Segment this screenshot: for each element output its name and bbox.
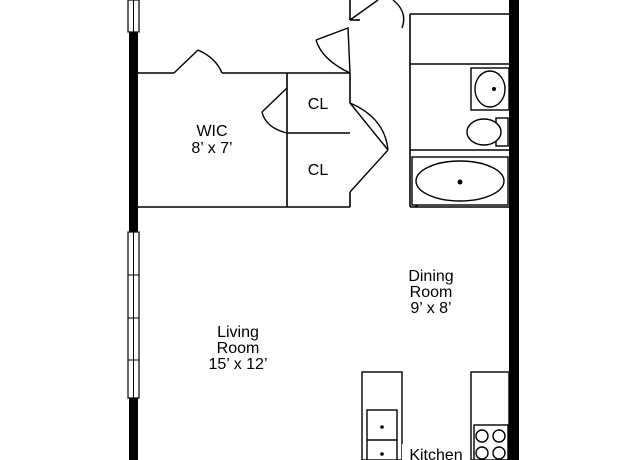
room-label-living: Living Room 15’ x 12’ <box>209 324 268 373</box>
west-wall-lower <box>129 395 138 460</box>
east-wall <box>509 0 519 460</box>
toilet-icon <box>466 117 509 147</box>
stove-burner-icon <box>473 424 509 460</box>
interior-walls <box>138 0 509 208</box>
wic-size: 8’ x 7’ <box>191 140 232 157</box>
bathtub-icon <box>411 156 509 206</box>
door-swing-icon <box>173 0 426 208</box>
room-label-wic: WIC 8’ x 7’ <box>191 123 232 157</box>
wic-name: WIC <box>196 123 227 140</box>
dining-size: 9’ x 8’ <box>410 300 451 317</box>
sink-icon <box>470 67 510 111</box>
living-name-line2: Room <box>217 340 260 357</box>
west-wall-upper <box>129 0 138 238</box>
kitchen-name: Kitchen <box>409 447 462 460</box>
living-size: 15’ x 12’ <box>209 356 268 373</box>
room-label-kitchen: Kitchen <box>402 444 470 460</box>
exterior-walls <box>129 0 519 460</box>
closet-lower-label: CL <box>308 162 329 179</box>
closet-upper-label: CL <box>308 96 329 113</box>
living-name-line1: Living <box>217 324 259 341</box>
kitchen-island <box>361 371 403 460</box>
dining-name-line2: Room <box>410 284 453 301</box>
dining-name-line1: Dining <box>408 268 453 285</box>
window-icon <box>127 0 140 399</box>
room-label-dining: Dining Room 9’ x 8’ <box>408 268 453 317</box>
